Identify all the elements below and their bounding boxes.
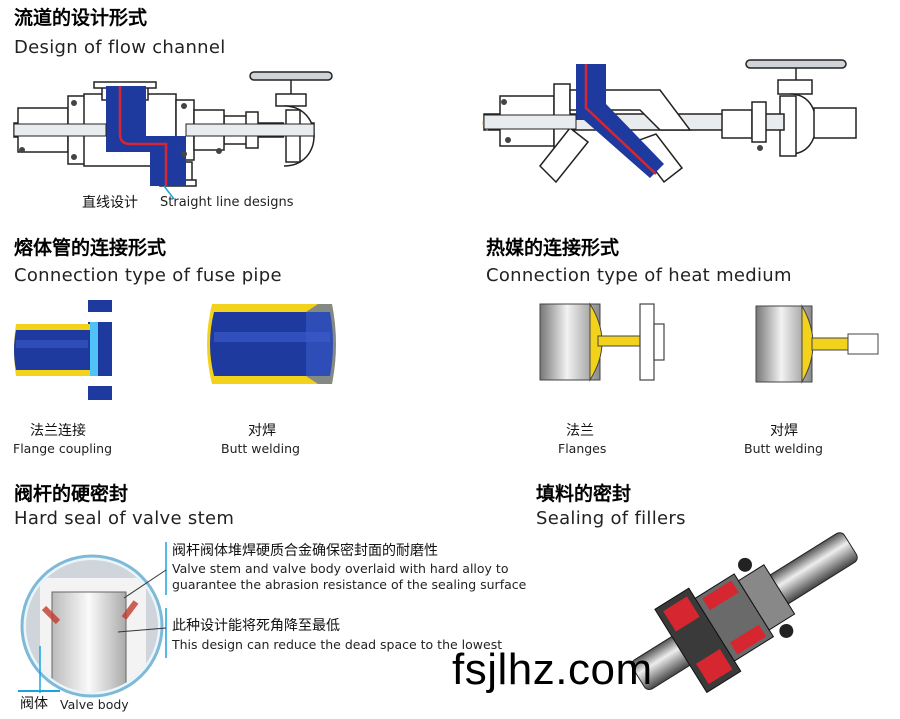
y-type-valve-illustration [482, 59, 857, 184]
heat-medium-title-cn: 热媒的连接形式 [486, 237, 620, 259]
heat-flange-illustration [539, 302, 665, 382]
valve-body-underline [18, 690, 60, 692]
heat-flanges-cn: 法兰 [566, 423, 594, 439]
hard-alloy-note-en-2: guarantee the abrasion resistance of the… [172, 577, 527, 592]
flange-coupling-illustration [14, 292, 112, 412]
heat-butt-welding-illustration [755, 304, 879, 384]
dead-space-note-cn: 此种设计能将死角降至最低 [172, 618, 340, 634]
fuse-butt-welding-en: Butt welding [221, 441, 300, 456]
flange-coupling-cn: 法兰连接 [30, 423, 86, 439]
butt-welding-pipe-illustration [207, 304, 336, 384]
valve-stem-title-en: Hard seal of valve stem [14, 508, 235, 529]
heat-medium-title-en: Connection type of heat medium [486, 265, 792, 286]
flow-channel-title-en: Design of flow channel [14, 37, 226, 58]
valve-stem-title-cn: 阀杆的硬密封 [14, 483, 129, 505]
heat-butt-welding-cn: 对焊 [770, 423, 798, 439]
hard-alloy-note-cn: 阀杆阀体堆焊硬质合金确保密封面的耐磨性 [172, 543, 438, 559]
dead-space-note-en: This design can reduce the dead space to… [172, 637, 503, 652]
valve-stem-seal-illustration [20, 554, 164, 698]
hard-alloy-note-en-1: Valve stem and valve body overlaid with … [172, 561, 509, 576]
fuse-pipe-title-en: Connection type of fuse pipe [14, 265, 282, 286]
straight-valve-illustration [13, 71, 333, 200]
watermark-text: fsjlhz.com [452, 645, 653, 694]
valve-body-label-cn: 阀体 [20, 696, 48, 712]
straight-design-caption-en: Straight line designs [160, 195, 294, 210]
heat-flanges-en: Flanges [558, 441, 607, 456]
fuse-butt-welding-cn: 对焊 [248, 423, 276, 439]
valve-body-label-en: Valve body [60, 697, 129, 712]
valve-stem-callout-lines [117, 542, 167, 658]
flange-coupling-en: Flange coupling [13, 441, 113, 456]
straight-design-caption-cn: 直线设计 [82, 195, 138, 211]
heat-butt-welding-en: Butt welding [744, 441, 823, 456]
flow-channel-title-cn: 流道的设计形式 [14, 7, 148, 29]
fillers-title-cn: 填料的密封 [536, 483, 632, 505]
filler-seal-illustration [631, 532, 858, 694]
fuse-pipe-title-cn: 熔体管的连接形式 [14, 237, 167, 259]
fillers-title-en: Sealing of fillers [536, 508, 686, 529]
